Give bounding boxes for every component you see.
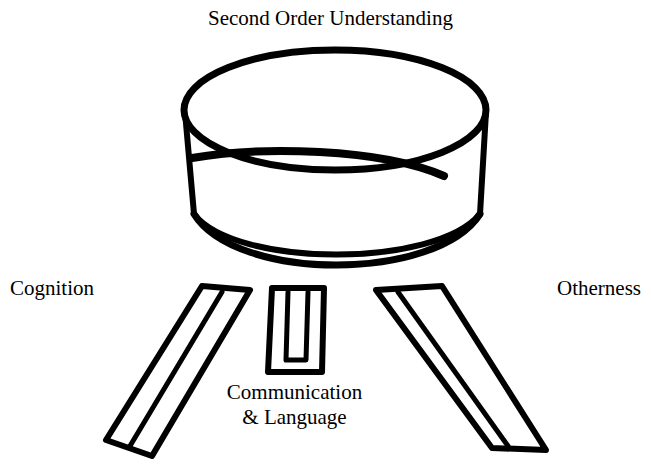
seat-label: Second Order Understanding: [208, 6, 453, 31]
stool-seat-lip: [192, 151, 444, 176]
stool-leg-detail: [286, 292, 308, 360]
stool-leg: [106, 286, 250, 456]
leg-label: Communication & Language: [222, 380, 367, 430]
stool-leg-detail: [130, 292, 222, 446]
leg-label: Otherness: [557, 276, 641, 301]
stool-leg: [376, 286, 546, 450]
stool-leg: [268, 288, 324, 372]
stool-leg-detail: [398, 292, 508, 446]
stool-seat-rim: [194, 214, 480, 265]
leg-label: Cognition: [10, 276, 94, 301]
